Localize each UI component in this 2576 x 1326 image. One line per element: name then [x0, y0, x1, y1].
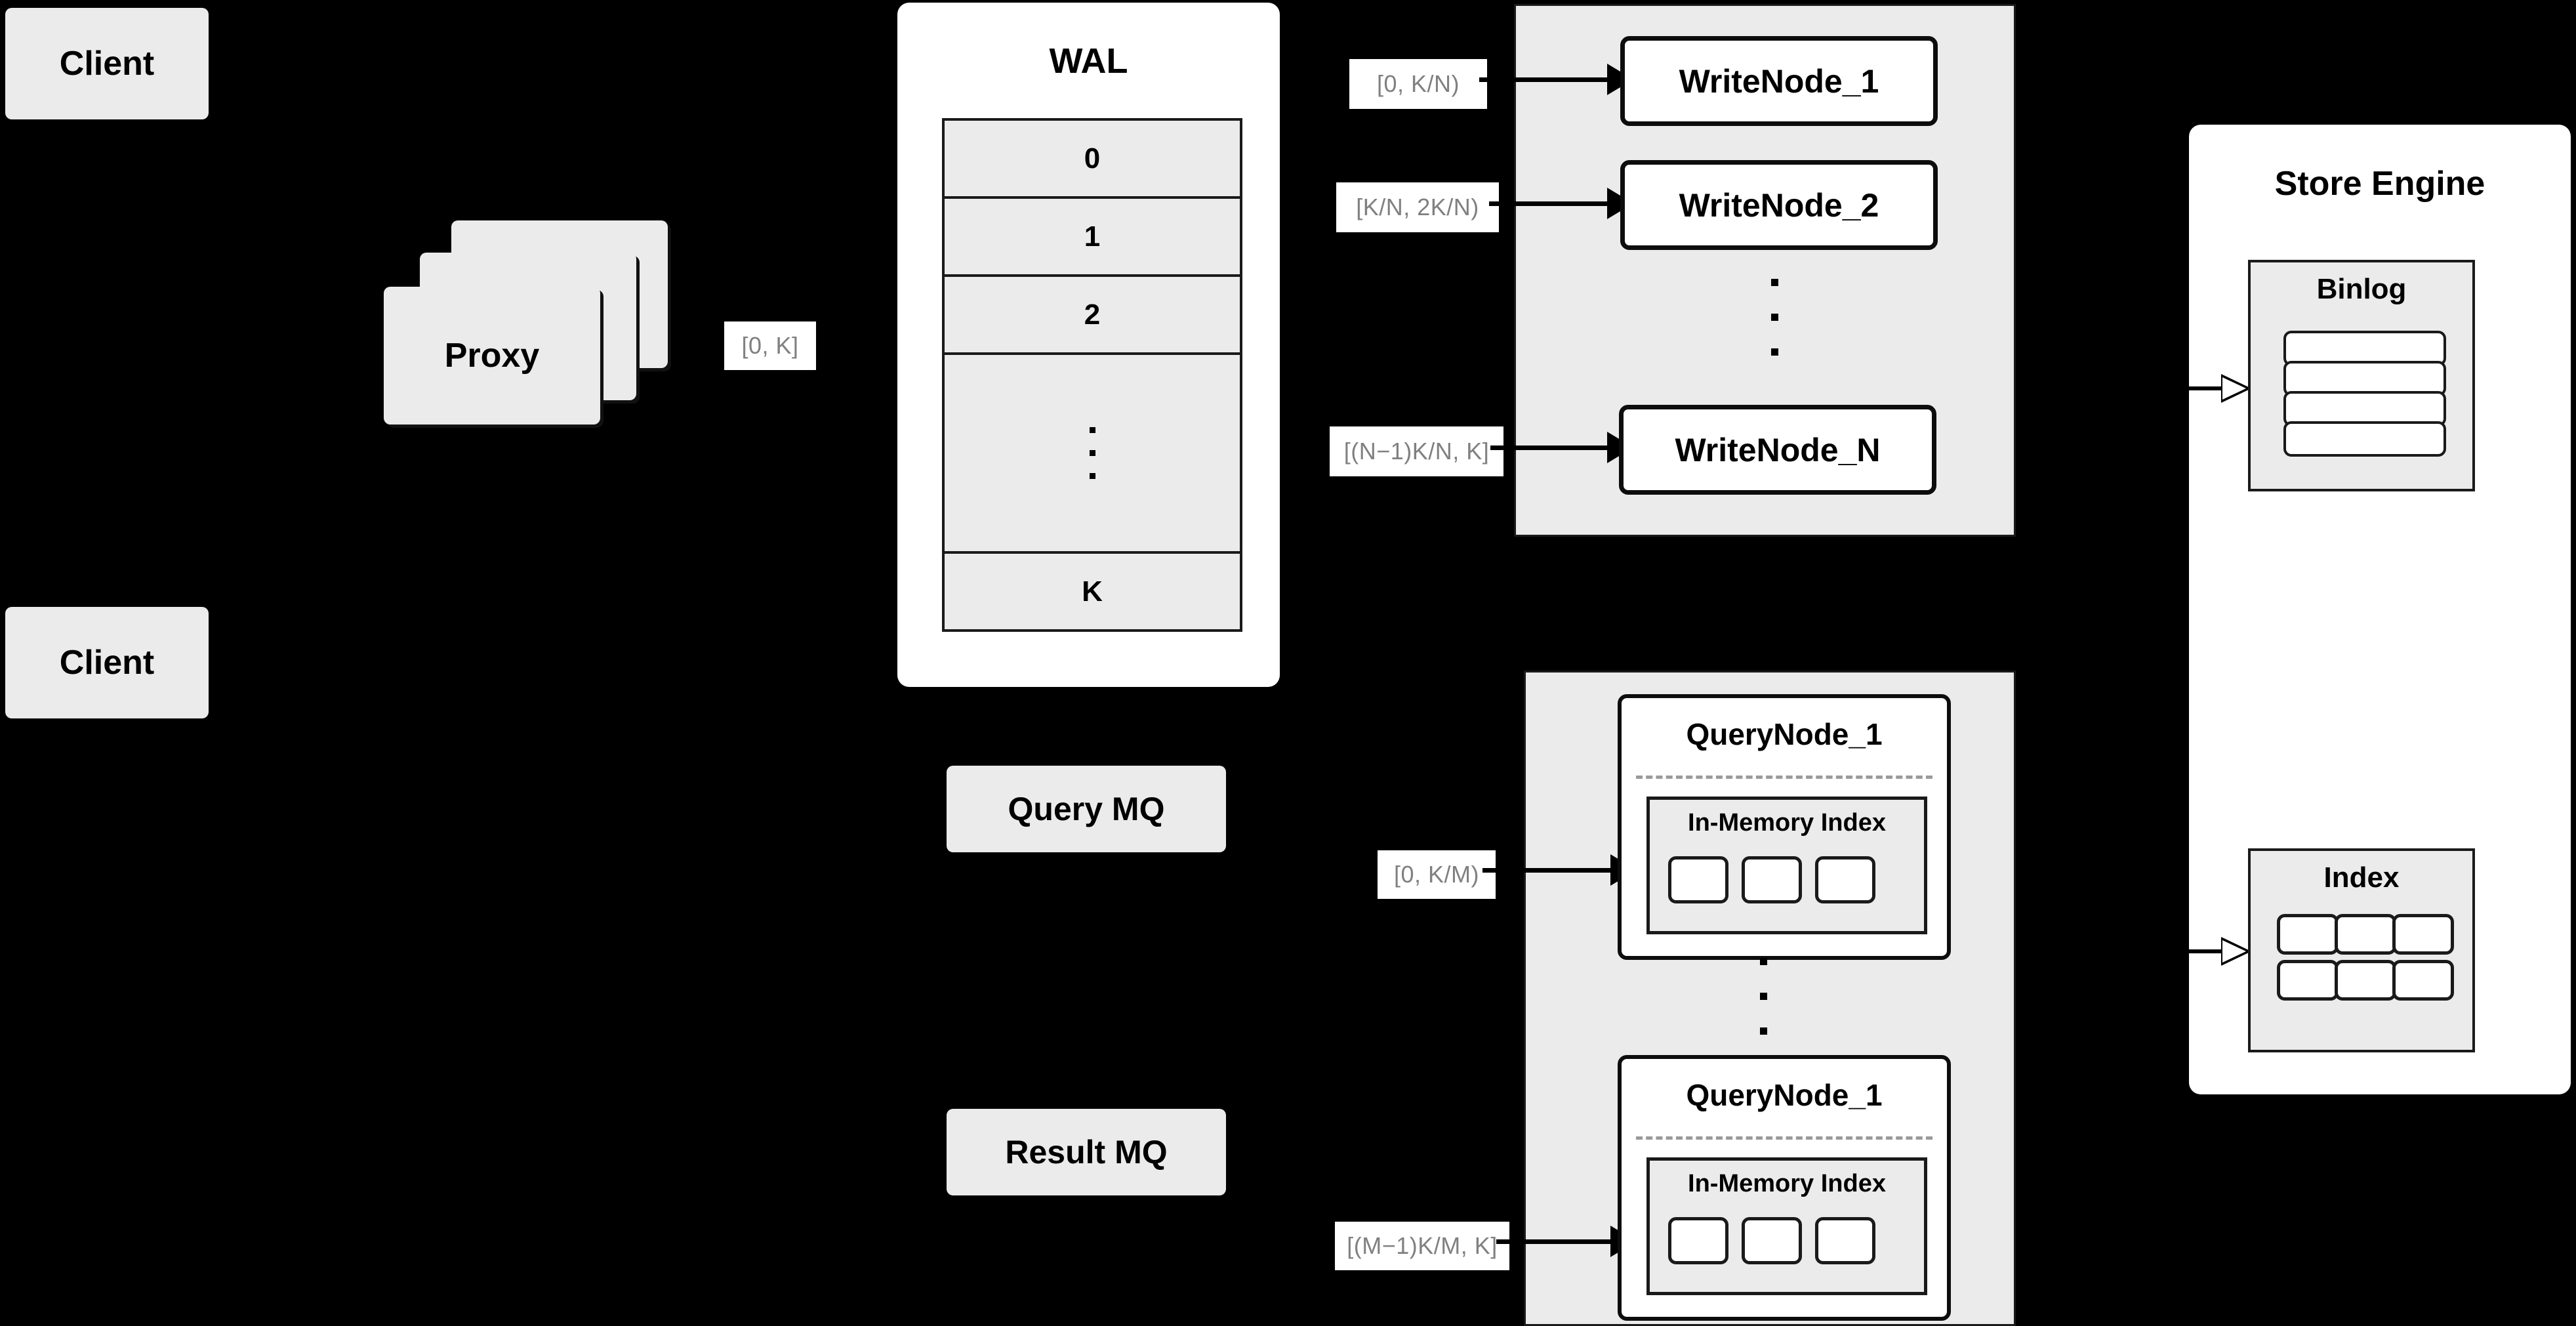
write-node-2[interactable]: WriteNode_2	[1620, 160, 1938, 250]
binlog-title: Binlog	[2316, 273, 2407, 305]
ellipsis-dot	[1771, 348, 1778, 356]
index-chip	[2335, 960, 2396, 1001]
ellipsis-dot	[1089, 450, 1095, 456]
memory-index-chip	[1742, 1217, 1802, 1264]
memory-index-chip	[1668, 856, 1728, 903]
index-chip	[2392, 914, 2454, 955]
result-mq-box[interactable]: Result MQ	[947, 1109, 1226, 1195]
query-node-m-label: QueryNode_1	[1686, 1078, 1883, 1112]
binlog-inbound-arrowhead	[2221, 374, 2251, 403]
index-chip	[2277, 960, 2339, 1001]
write-node-n-interval-label: [(N−1)K/N, K]	[1330, 426, 1503, 476]
index-inbound-arrowhead	[2221, 937, 2251, 966]
query-node-1-interval-label: [0, K/M)	[1378, 850, 1496, 899]
query-node-1-label: QueryNode_1	[1686, 717, 1883, 751]
index-title: Index	[2323, 861, 2400, 894]
write-node-n[interactable]: WriteNode_N	[1619, 405, 1936, 495]
write-node-n-connector	[1490, 445, 1607, 450]
write-node-n-label: WriteNode_N	[1675, 431, 1881, 468]
ellipsis-dot	[1760, 1027, 1767, 1035]
binlog-row	[2283, 421, 2446, 457]
memory-index-chip	[1815, 1217, 1875, 1264]
ellipsis-dot	[1760, 993, 1767, 1000]
result-mq-label: Result MQ	[1005, 1134, 1168, 1171]
proxy-box[interactable]: Proxy	[384, 287, 600, 425]
wal-entry: 1	[945, 199, 1240, 277]
memory-index-chip	[1668, 1217, 1728, 1264]
proxy-label: Proxy	[444, 337, 540, 375]
wal-entry: K	[945, 554, 1240, 629]
wal-entry-list: 0 1 2 K	[942, 118, 1242, 632]
ellipsis-dot	[1771, 314, 1778, 321]
memory-index-title: In-Memory Index	[1688, 809, 1886, 837]
wal-entry: 0	[945, 121, 1240, 199]
write-node-1-connector	[1479, 77, 1607, 82]
write-node-2-interval-label: [K/N, 2K/N)	[1336, 182, 1499, 232]
binlog-inbound-connector	[2184, 386, 2224, 390]
query-mq-box[interactable]: Query MQ	[947, 766, 1226, 852]
write-node-1-interval-label: [0, K/N)	[1349, 59, 1487, 109]
store-engine-title: Store Engine	[2274, 165, 2485, 203]
index-panel: Index	[2248, 848, 2475, 1052]
wal-title: WAL	[1049, 41, 1128, 81]
query-mq-label: Query MQ	[1008, 791, 1165, 827]
query-node-1[interactable]: QueryNode_1 In-Memory Index	[1618, 694, 1951, 960]
client-box-bottom[interactable]: Client	[5, 607, 209, 718]
query-node-m-interval-label: [(M−1)K/M, K]	[1335, 1222, 1509, 1270]
query-node-m-memory-index: In-Memory Index	[1646, 1157, 1927, 1295]
query-node-1-separator	[1636, 776, 1932, 779]
ellipsis-dot	[1760, 958, 1767, 965]
proxy-interval-label: [0, K]	[724, 321, 816, 370]
client-box-top[interactable]: Client	[5, 8, 209, 119]
write-node-1-label: WriteNode_1	[1679, 62, 1879, 100]
index-inbound-connector	[2184, 949, 2224, 953]
ellipsis-dot	[1771, 279, 1778, 286]
wal-entry: 2	[945, 277, 1240, 355]
query-node-m[interactable]: QueryNode_1 In-Memory Index	[1618, 1055, 1951, 1321]
query-node-1-connector	[1482, 868, 1624, 873]
index-chip	[2335, 914, 2396, 955]
memory-index-title: In-Memory Index	[1688, 1170, 1886, 1197]
query-node-m-separator	[1636, 1136, 1932, 1140]
client-top-label: Client	[59, 45, 155, 83]
memory-index-chip	[1742, 856, 1802, 903]
memory-index-chip	[1815, 856, 1875, 903]
write-node-2-label: WriteNode_2	[1679, 186, 1879, 224]
write-node-1[interactable]: WriteNode_1	[1620, 36, 1938, 126]
query-node-m-connector	[1496, 1239, 1624, 1244]
write-cluster-ellipsis	[1771, 279, 1778, 356]
query-cluster-ellipsis	[1760, 958, 1767, 1035]
client-bottom-label: Client	[59, 644, 155, 682]
index-chip	[2392, 960, 2454, 1001]
ellipsis-dot	[1089, 427, 1095, 433]
ellipsis-dot	[1089, 473, 1095, 479]
wal-entry-ellipsis	[945, 355, 1240, 554]
index-chip	[2277, 914, 2339, 955]
write-node-2-connector	[1489, 201, 1607, 206]
binlog-panel: Binlog	[2248, 260, 2475, 491]
query-node-1-memory-index: In-Memory Index	[1646, 797, 1927, 934]
